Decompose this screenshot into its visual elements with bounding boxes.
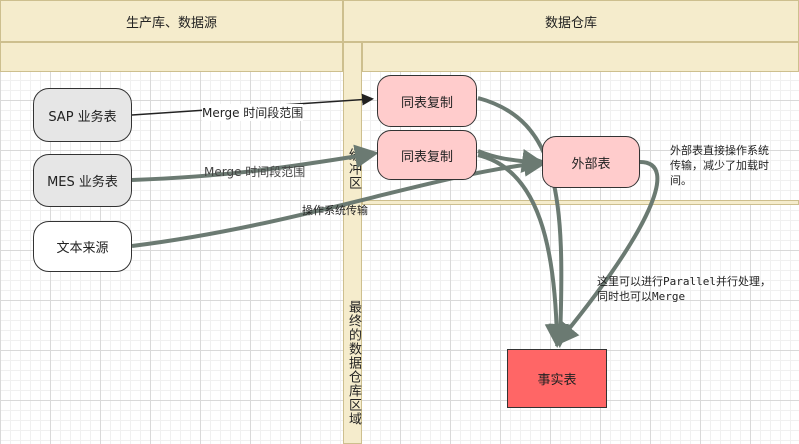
fact-label: 事实表: [537, 373, 577, 388]
header-right-label: 数据仓库: [544, 15, 597, 31]
copy1-to-fact-arrow: [477, 96, 573, 348]
parallel-note: 这里可以进行Parallel并行处理， 同时也可以Merge: [597, 275, 771, 303]
header-left-label: 生产库、数据源: [125, 15, 217, 31]
copy2-label: 同表复制: [400, 149, 453, 165]
mes-node-label: MES 业务表: [47, 175, 118, 190]
copy1-node[interactable]: 同表复制: [377, 75, 477, 127]
text-to-external-arrow: [131, 152, 548, 248]
external-to-fact-arrow: [554, 160, 660, 347]
final-zone-label: 最终的数据仓库区域: [346, 300, 361, 426]
header-right: 数据仓库: [343, 0, 799, 42]
fact-node[interactable]: 事实表: [507, 349, 607, 408]
copy1-label: 同表复制: [400, 95, 453, 111]
external-node[interactable]: 外部表: [542, 136, 640, 188]
external-label: 外部表: [571, 156, 611, 172]
text-source-label: 文本来源: [56, 241, 109, 256]
text-source-node[interactable]: 文本来源: [33, 221, 132, 272]
header-left: 生产库、数据源: [0, 0, 343, 42]
subheader-right: [362, 42, 799, 72]
sap-node-label: SAP 业务表: [48, 109, 117, 125]
sap-merge-label: Merge 时间段范围: [202, 104, 304, 121]
copy2-node[interactable]: 同表复制: [377, 130, 477, 180]
mes-to-copy2-arrow: [131, 144, 379, 182]
os-transfer-label: 操作系统传输: [302, 204, 368, 217]
mes-merge-label: Merge 时间段范围: [204, 165, 306, 179]
copy2-to-external-arrow: [477, 149, 546, 173]
mes-node[interactable]: MES 业务表: [33, 154, 132, 207]
sap-node[interactable]: SAP 业务表: [33, 88, 132, 142]
copy2-to-fact-arrow: [477, 153, 569, 348]
external-note: 外部表直接操作系统 传输，减少了加载时 间。: [670, 144, 769, 187]
subheader-left: [0, 42, 343, 72]
